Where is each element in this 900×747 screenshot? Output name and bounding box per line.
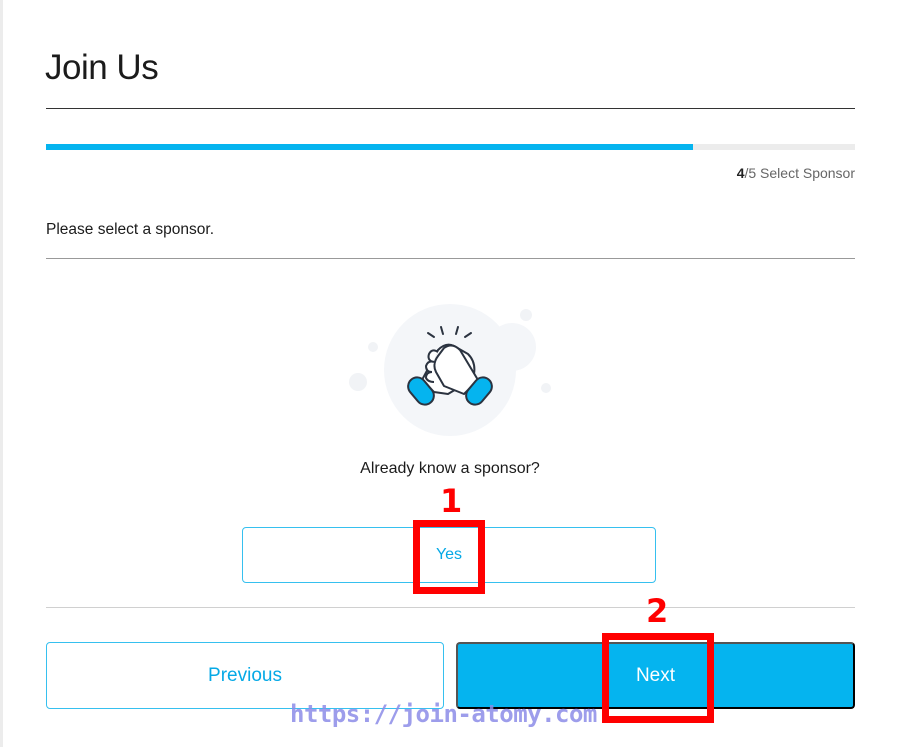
- step-indicator: 4/5 Select Sponsor: [737, 165, 855, 181]
- annotation-number-1: 1: [440, 482, 463, 520]
- left-edge-border: [0, 0, 3, 747]
- page-title: Join Us: [45, 48, 159, 87]
- instruction-text: Please select a sponsor.: [46, 221, 215, 238]
- title-divider: [46, 108, 855, 109]
- next-button[interactable]: Next: [456, 642, 855, 709]
- handshake-icon: [349, 304, 551, 436]
- instruction-divider: [46, 258, 855, 259]
- footer-divider: [46, 607, 855, 608]
- handshake-illustration: [330, 290, 570, 450]
- step-label: /5 Select Sponsor: [744, 165, 855, 181]
- watermark-url: https://join-atomy.com: [290, 700, 597, 728]
- previous-button[interactable]: Previous: [46, 642, 444, 709]
- progress-bar-fill: [46, 144, 694, 150]
- sponsor-question: Already know a sponsor?: [360, 460, 540, 477]
- yes-button[interactable]: Yes: [242, 527, 656, 583]
- current-step: 4: [736, 165, 745, 181]
- annotation-number-2: 2: [646, 592, 669, 630]
- progress-bar: [46, 144, 855, 150]
